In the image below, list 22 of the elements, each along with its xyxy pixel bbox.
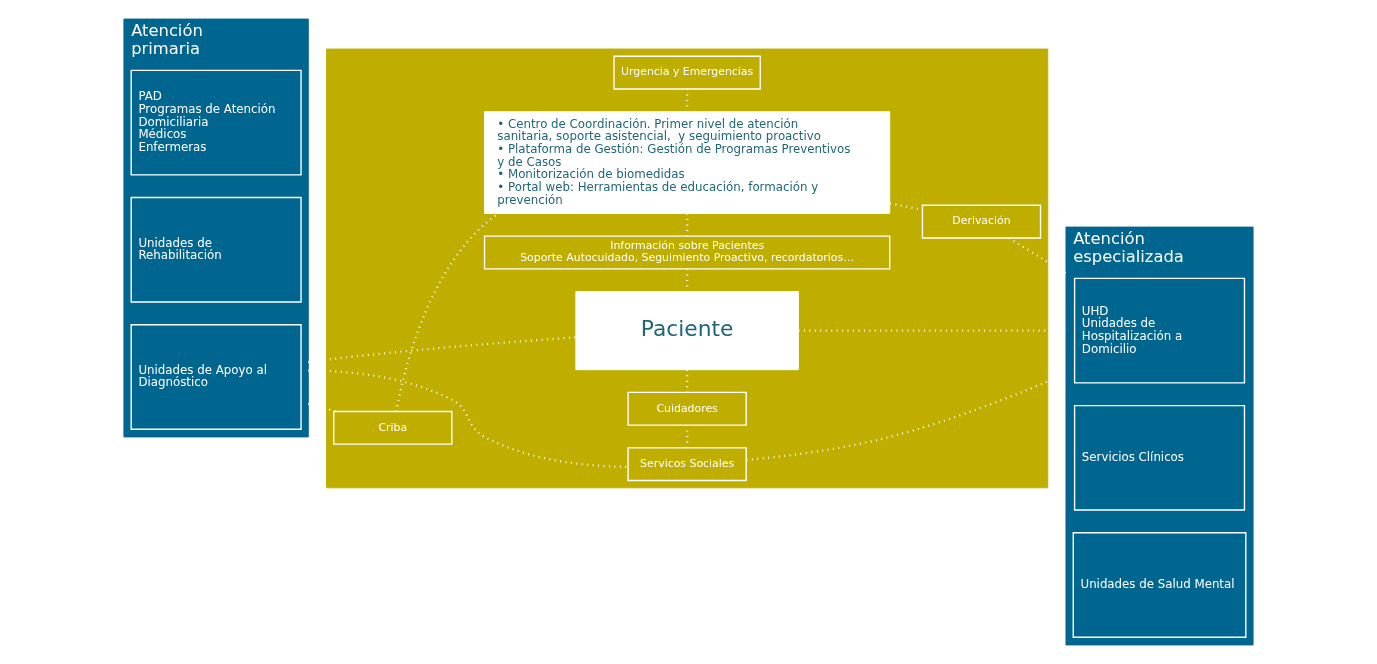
node-box: Cuidadores [627,391,747,426]
node-box: Criba [333,410,453,445]
connector [395,212,499,412]
node-box: Información sobre Pacientes Soporte Autocuidado, Seguimiento Proactivo, recordatorios… [483,235,891,270]
connector [686,89,689,112]
connector [686,425,689,448]
node-box: Paciente [575,291,799,371]
connector [308,369,628,468]
connector [308,336,576,364]
connector [1008,237,1067,275]
node-box: PAD Programas de Atención Domiciliaria Médicos Enfermeras [130,69,302,176]
node-box: Servicos Sociales [627,447,747,482]
node-box: Servicios Clínicos [1073,404,1246,511]
connector [308,402,336,413]
cluster [326,48,1049,489]
node-box: Urgencia y Emergencias [613,55,761,90]
node-box: Unidades de Rehabilitación [130,196,302,303]
node-box: Derivación [921,204,1042,239]
node-box: UHD Unidades de Hospitalización a Domicilio [1073,277,1246,384]
node-box: Unidades de Apoyo al Diagnóstico [130,324,302,430]
node-box: Unidades de Salud Mental [1072,532,1247,638]
node-box: • Centro de Coordinación. Primer nivel de atención sanitaria, soporte asistencial, y seguimiento proactivo • Plataforma de Gestión: Gestión de Programas Preventivos y de Casos • Monitorización de biomedidas • Portal web: Herramientas de educación, formación y prevención [484,111,891,214]
